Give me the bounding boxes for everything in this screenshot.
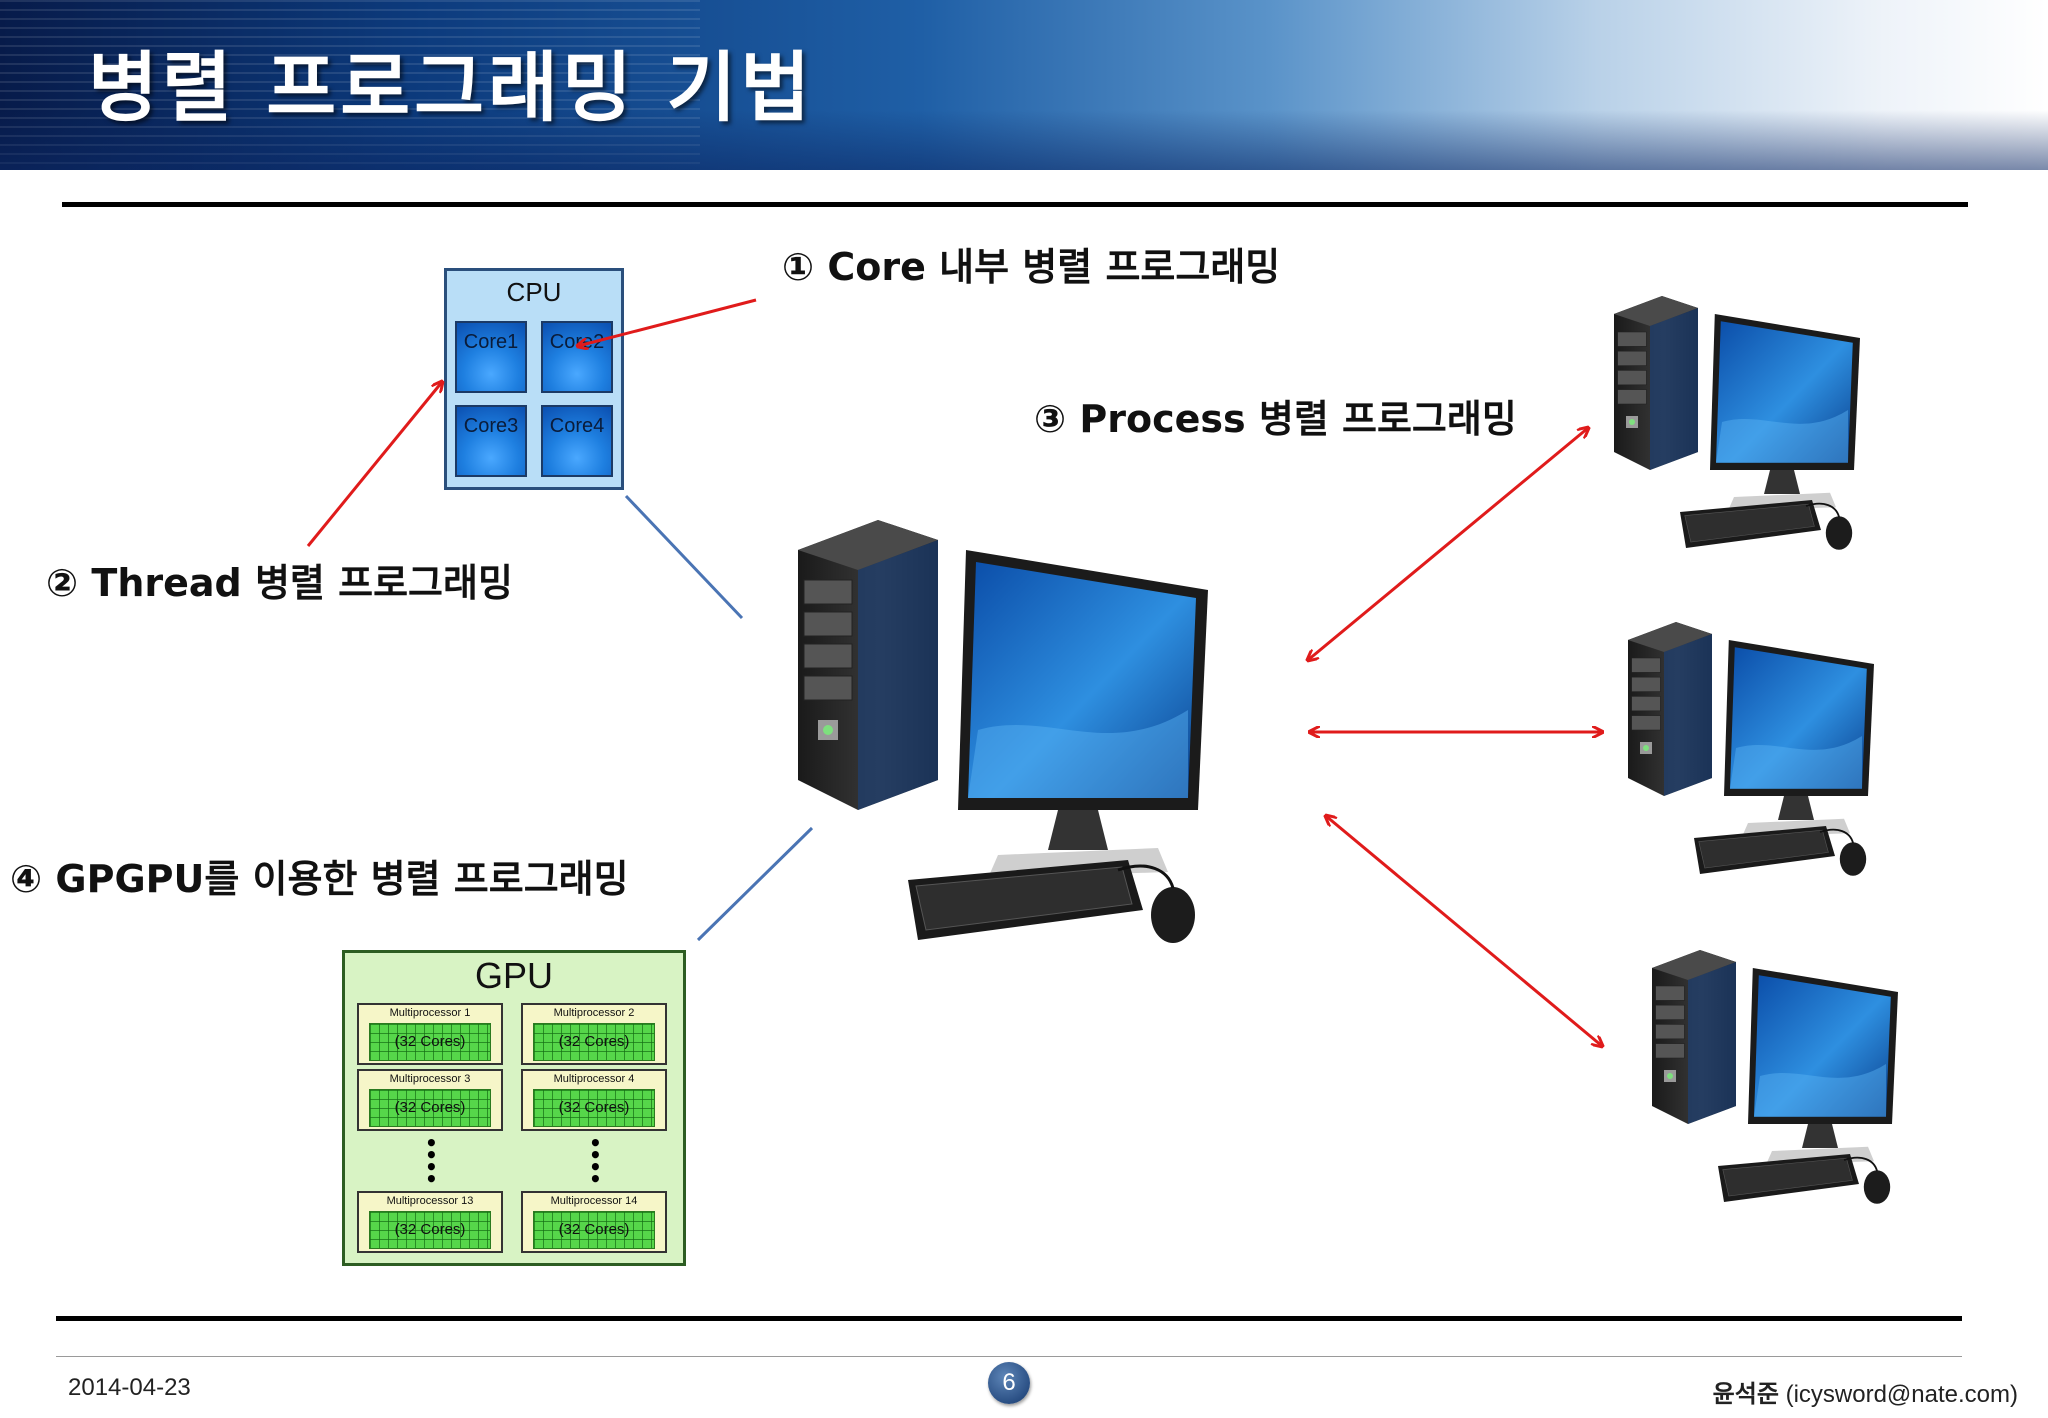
author-email: (icysword@nate.com) bbox=[1785, 1381, 2018, 1408]
core-4: Core4 bbox=[541, 405, 613, 477]
multiprocessor-1: Multiprocessor 1 (32 Cores) bbox=[357, 1003, 503, 1065]
core-2: Core2 bbox=[541, 321, 613, 393]
multiprocessor-label: Multiprocessor 13 bbox=[386, 1195, 474, 1207]
slide-title: 병렬 프로그래밍 기법 bbox=[88, 43, 815, 132]
footer-author: 윤석준 (icysword@nate.com) bbox=[1713, 1374, 2018, 1409]
main-desktop-computer-icon bbox=[788, 510, 1218, 950]
gpu-diagram: GPU Multiprocessor 1 (32 Cores) Multipro… bbox=[342, 950, 686, 1266]
multiprocessor-cores: (32 Cores) bbox=[533, 1211, 655, 1249]
multiprocessor-4: Multiprocessor 4 (32 Cores) bbox=[521, 1069, 667, 1131]
bottom-rule bbox=[56, 1316, 1962, 1321]
label-thread-parallel: ② Thread 병렬 프로그래밍 bbox=[46, 561, 513, 605]
remote-desktop-computer-icon bbox=[1622, 616, 1880, 880]
gpu-title: GPU bbox=[474, 955, 553, 996]
multiprocessor-14: Multiprocessor 14 (32 Cores) bbox=[521, 1191, 667, 1253]
label-gpgpu-parallel: ④ GPGPU를 이용한 병렬 프로그래밍 bbox=[10, 857, 629, 901]
multiprocessor-3: Multiprocessor 3 (32 Cores) bbox=[357, 1069, 503, 1131]
multiprocessor-cores: (32 Cores) bbox=[369, 1023, 491, 1061]
multiprocessor-label: Multiprocessor 14 bbox=[550, 1195, 638, 1207]
page-number-badge: 6 bbox=[988, 1362, 1030, 1404]
arrow-icon-thread bbox=[306, 382, 442, 547]
multiprocessor-cores: (32 Cores) bbox=[369, 1211, 491, 1249]
label-core-parallel: ① Core 내부 병렬 프로그래밍 bbox=[782, 245, 1281, 289]
label-process-parallel: ③ Process 병렬 프로그래밍 bbox=[1034, 397, 1517, 441]
ellipsis-dots-left: •••• bbox=[425, 1131, 438, 1191]
core-3: Core3 bbox=[455, 405, 527, 477]
ellipsis-dots-right: •••• bbox=[589, 1131, 602, 1191]
cpu-title: CPU bbox=[506, 277, 562, 307]
multiprocessor-cores: (32 Cores) bbox=[369, 1089, 491, 1127]
multiprocessor-2: Multiprocessor 2 (32 Cores) bbox=[521, 1003, 667, 1065]
cpu-diagram: CPU Core1 Core2 Core3 Core4 bbox=[444, 268, 624, 490]
multiprocessor-label: Multiprocessor 4 bbox=[553, 1073, 635, 1085]
remote-desktop-computer-icon bbox=[1646, 944, 1904, 1208]
top-rule bbox=[62, 202, 1968, 207]
title-banner bbox=[0, 0, 2048, 170]
core-1: Core1 bbox=[455, 321, 527, 393]
arrow-icon-process-3 bbox=[1326, 816, 1602, 1046]
remote-desktop-computer-icon bbox=[1608, 290, 1866, 554]
multiprocessor-label: Multiprocessor 1 bbox=[389, 1007, 471, 1019]
connector-line-cpu bbox=[624, 494, 744, 620]
footer-rule bbox=[56, 1356, 1962, 1357]
multiprocessor-label: Multiprocessor 2 bbox=[553, 1007, 635, 1019]
footer-date: 2014-04-23 bbox=[68, 1374, 191, 1401]
arrow-icon-process-1 bbox=[1308, 428, 1588, 660]
multiprocessor-label: Multiprocessor 3 bbox=[389, 1073, 471, 1085]
multiprocessor-cores: (32 Cores) bbox=[533, 1089, 655, 1127]
multiprocessor-13: Multiprocessor 13 (32 Cores) bbox=[357, 1191, 503, 1253]
author-name: 윤석준 bbox=[1712, 1380, 1779, 1408]
multiprocessor-cores: (32 Cores) bbox=[533, 1023, 655, 1061]
